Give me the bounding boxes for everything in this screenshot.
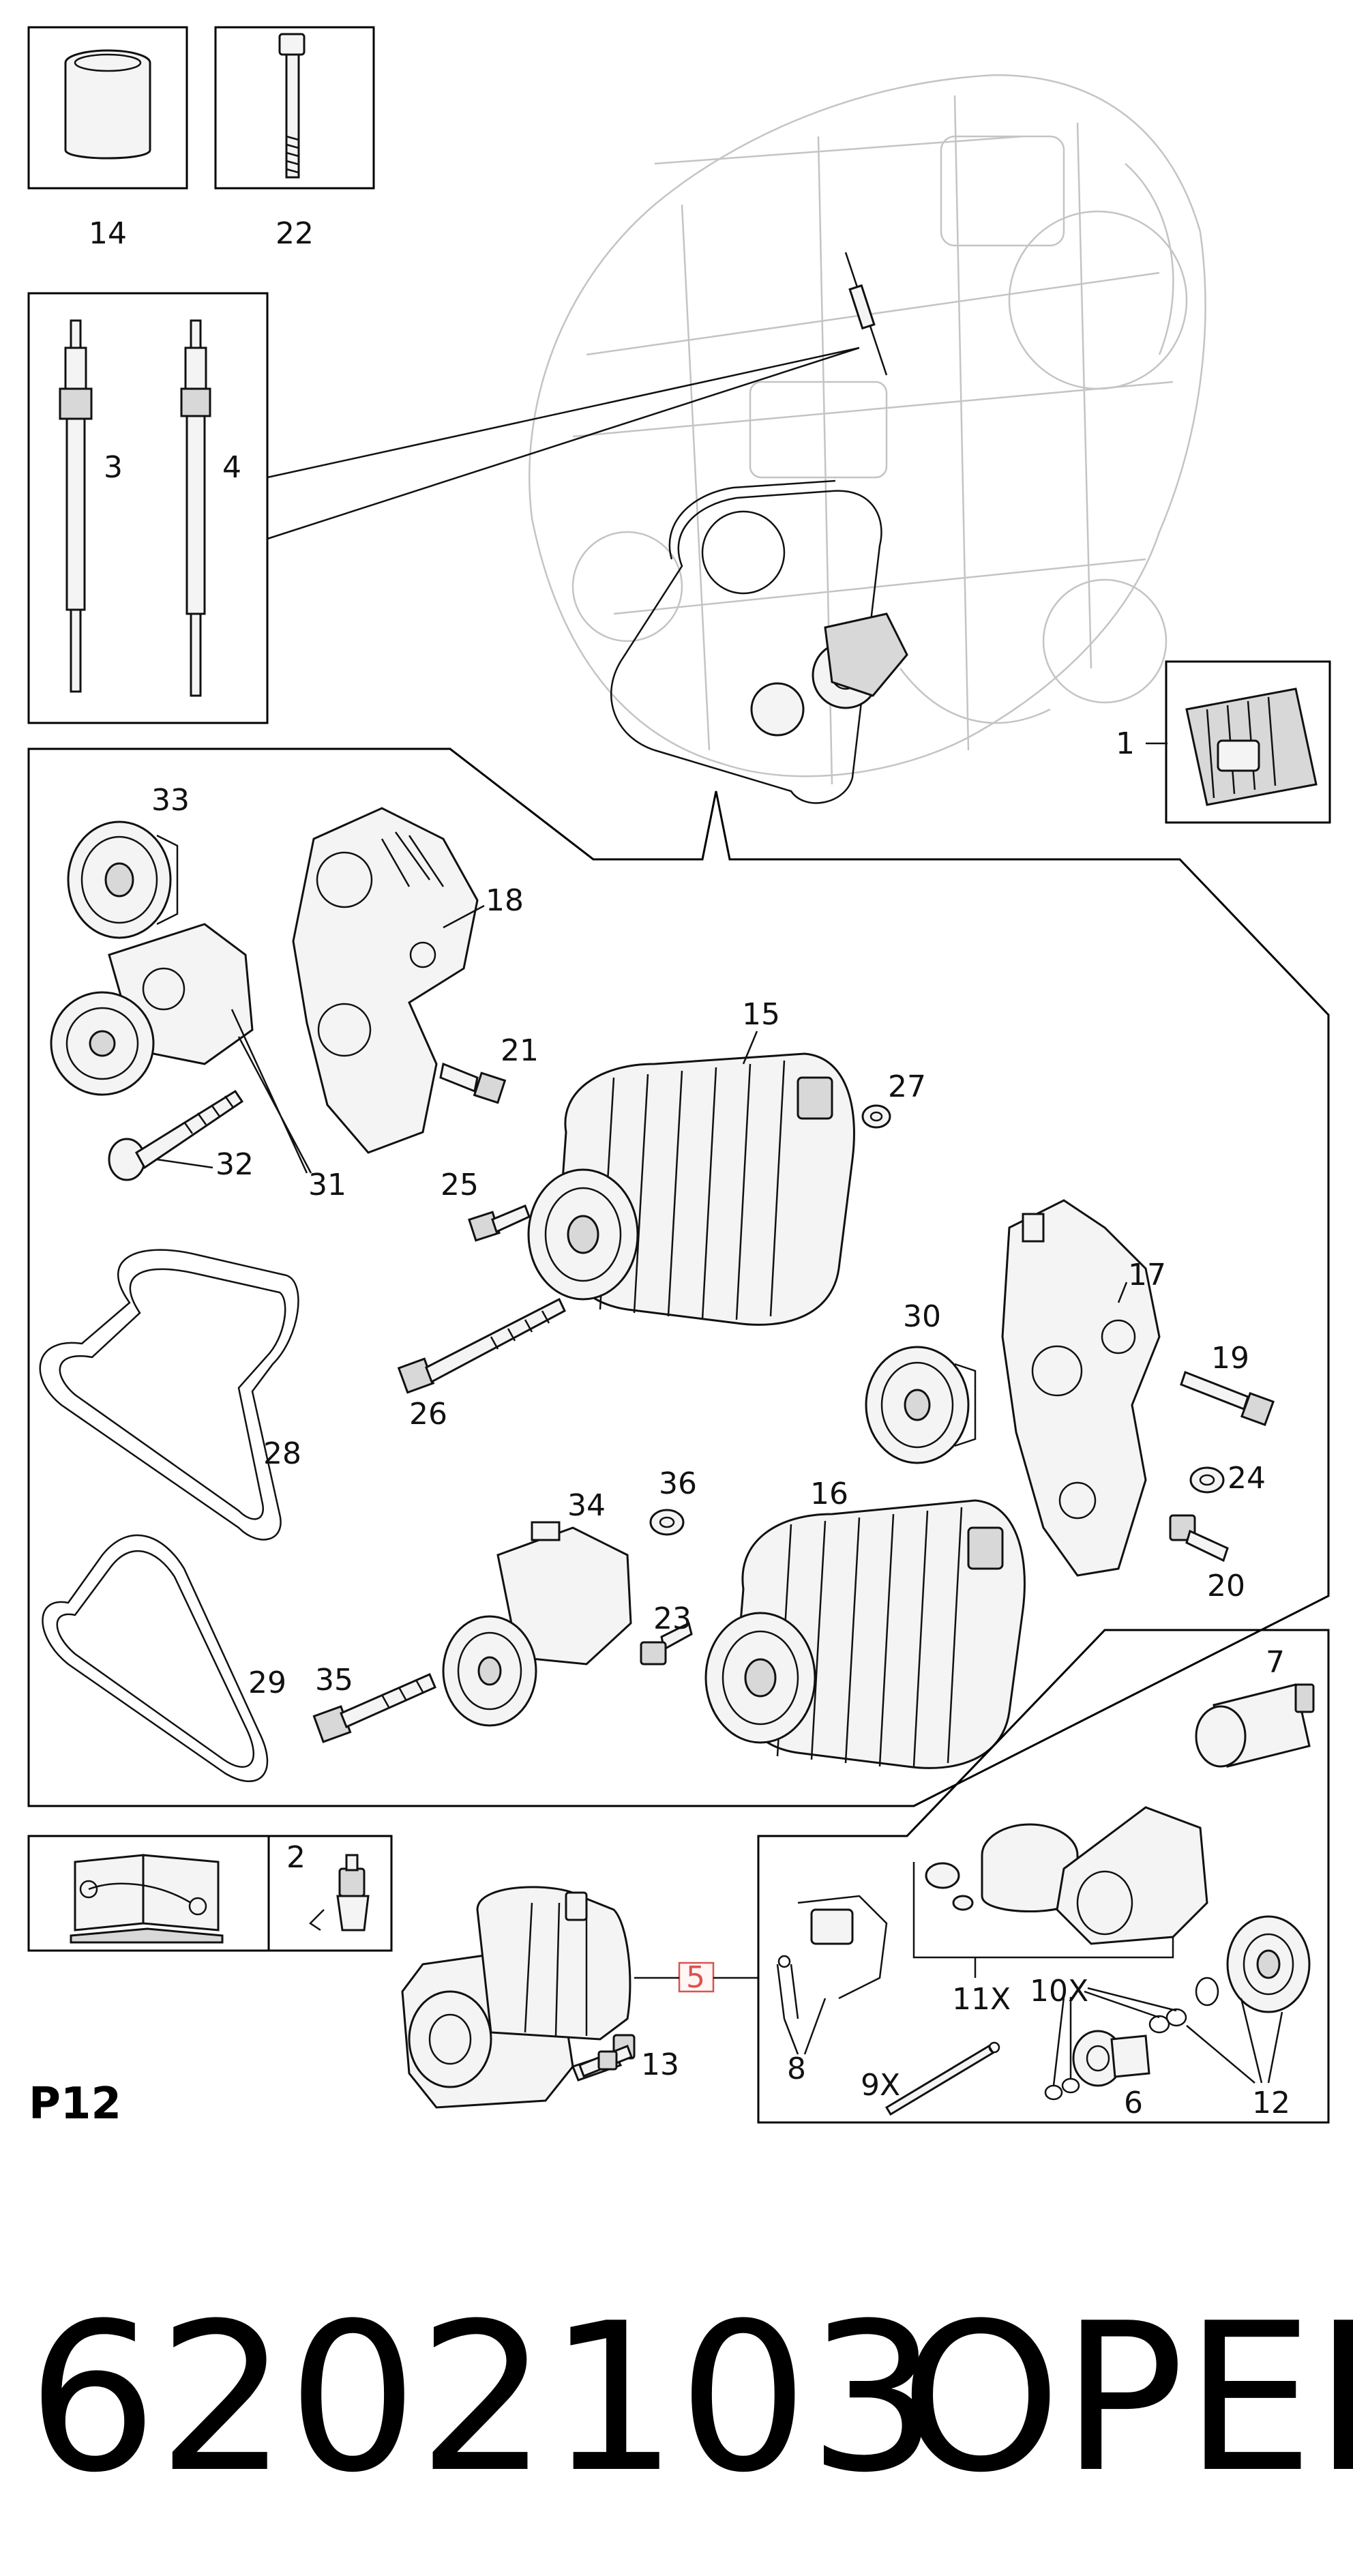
part-21-bolt[interactable] [439, 1062, 507, 1104]
callout-22[interactable]: 22 [276, 216, 314, 251]
part-9x-rod[interactable] [884, 2041, 1000, 2116]
alternator-belt-group [27, 747, 1330, 1807]
part-19-bolt[interactable] [1180, 1371, 1275, 1426]
part-33-pulley[interactable] [67, 820, 179, 939]
part-29-belt[interactable] [42, 1534, 269, 1782]
part-24-nut[interactable] [1189, 1466, 1225, 1494]
callout-16[interactable]: 16 [810, 1477, 848, 1511]
callout-25[interactable]: 25 [441, 1168, 479, 1202]
part-1-box[interactable] [1165, 660, 1331, 824]
part-2-box[interactable] [267, 1835, 393, 1952]
callout-24[interactable]: 24 [1228, 1461, 1266, 1496]
part-6-pinion[interactable] [1072, 2030, 1150, 2087]
callout-29[interactable]: 29 [248, 1665, 286, 1700]
callout-34[interactable]: 34 [567, 1488, 606, 1523]
part-28-belt[interactable] [39, 1249, 299, 1541]
grease-tube-icon [338, 1867, 366, 1897]
part-number: 6202103 [27, 2279, 938, 2517]
part-17-bracket[interactable] [1001, 1199, 1161, 1577]
engine-overview [529, 74, 1206, 804]
callout-31[interactable]: 31 [308, 1168, 346, 1202]
callout-17[interactable]: 17 [1128, 1258, 1166, 1292]
part-13-stud[interactable] [578, 2045, 633, 2077]
part-32-bolt[interactable] [108, 1089, 244, 1181]
part-14-box[interactable] [27, 26, 188, 190]
callout-28[interactable]: 28 [263, 1436, 301, 1471]
callout-36[interactable]: 36 [659, 1466, 697, 1501]
page-code: P12 [29, 2079, 121, 2129]
callout-19[interactable]: 19 [1211, 1341, 1249, 1376]
callout-10x[interactable]: 10X [1030, 1974, 1088, 2009]
callout-2[interactable]: 2 [286, 1840, 306, 1875]
callout-26[interactable]: 26 [409, 1397, 447, 1432]
part-23-bolt[interactable] [640, 1621, 693, 1665]
repair-manual-box[interactable] [27, 1835, 270, 1952]
part-36-washer[interactable] [649, 1509, 685, 1536]
callout-5-highlight-box[interactable] [678, 1961, 715, 1993]
callout-30[interactable]: 30 [903, 1299, 941, 1334]
part-8-brush-holder[interactable] [776, 1895, 888, 2019]
part-31-tensioner[interactable] [50, 923, 254, 1096]
starter-parts-box [757, 1629, 1330, 2124]
callout-8[interactable]: 8 [787, 2052, 806, 2086]
callout-14[interactable]: 14 [89, 216, 127, 251]
part-7-solenoid[interactable] [1195, 1683, 1315, 1768]
part-18-bracket[interactable] [292, 807, 479, 1154]
callout-15[interactable]: 15 [742, 997, 780, 1032]
callout-3[interactable]: 3 [104, 450, 123, 485]
part-15-alternator[interactable] [527, 1052, 855, 1326]
glow-plug-box[interactable] [27, 292, 860, 724]
callout-27[interactable]: 27 [888, 1069, 926, 1104]
callout-9x[interactable]: 9X [861, 2068, 900, 2103]
callout-12[interactable]: 12 [1252, 2086, 1290, 2120]
callout-33[interactable]: 33 [151, 783, 190, 818]
callout-23[interactable]: 23 [653, 1601, 692, 1636]
part-25-bolt[interactable] [468, 1204, 531, 1242]
brand-name: OPEL [900, 2279, 1353, 2517]
part-16-alternator[interactable] [704, 1499, 1026, 1769]
callout-21[interactable]: 21 [501, 1033, 539, 1068]
callout-5[interactable]: 5 [686, 1960, 705, 1995]
part-22-box[interactable] [214, 26, 375, 190]
part-5-starter-motor[interactable] [401, 1886, 636, 2109]
callout-20[interactable]: 20 [1207, 1569, 1245, 1603]
callout-11x[interactable]: 11X [952, 1982, 1011, 2017]
part-26-bolt[interactable] [397, 1297, 566, 1394]
callout-13[interactable]: 13 [641, 2047, 679, 2082]
callout-4[interactable]: 4 [222, 450, 241, 485]
callout-1[interactable]: 1 [1116, 726, 1135, 761]
repair-manual-icon [88, 1882, 192, 1904]
callout-6[interactable]: 6 [1124, 2086, 1143, 2120]
part-30-pulley[interactable] [865, 1346, 977, 1464]
part-20-bolt[interactable] [1169, 1514, 1229, 1563]
part-27-nut[interactable] [861, 1104, 891, 1129]
callout-7[interactable]: 7 [1266, 1645, 1285, 1680]
part-12-clutch[interactable] [1195, 1915, 1311, 2013]
callout-35[interactable]: 35 [315, 1663, 353, 1698]
part-11x-housing[interactable] [912, 1806, 1208, 1959]
callout-18[interactable]: 18 [486, 883, 524, 918]
part-34-tensioner[interactable] [442, 1521, 632, 1727]
part-35-bolt[interactable] [312, 1673, 436, 1743]
callout-32[interactable]: 32 [215, 1147, 254, 1182]
